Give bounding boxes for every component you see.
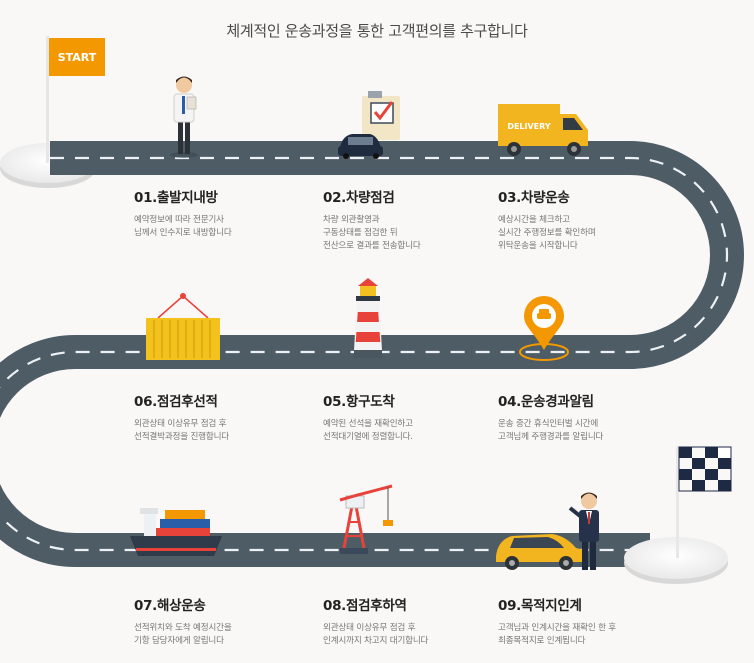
- step-title: 01.출발지내방: [134, 190, 218, 206]
- step-03: 03.차량운송 예상시간을 체크하고 실시간 주행정보를 확인하며 위탁운송을 …: [498, 186, 668, 253]
- step-description: 예약정보에 따라 전문기사 님께서 인수지로 내방합니다: [134, 215, 232, 238]
- step-title: 02.차량점검: [323, 190, 395, 206]
- car-icon: [338, 134, 383, 159]
- port-crane-icon: [339, 484, 393, 554]
- step-08: 08.점검후하역 외관상태 이상유무 점검 후 인계시까지 차고지 대기합니다: [323, 594, 493, 648]
- step-title: 04.운송경과알림: [498, 394, 594, 410]
- checkered-flag-icon: [676, 446, 732, 558]
- driver-figure-icon: [170, 76, 198, 158]
- page-headline: 체계적인 운송과정을 통한 고객편의를 추구합니다: [226, 22, 528, 40]
- container-icon: [146, 293, 220, 360]
- step-05: 05.항구도착 예약된 선석을 재확인하고 선적대기열에 정렬합니다.: [323, 390, 493, 444]
- delivery-truck-icon: DELIVERY: [498, 104, 588, 156]
- svg-text:START: START: [58, 51, 97, 64]
- step-description: 예상시간을 체크하고 실시간 주행정보를 확인하며 위탁운송을 시작합니다: [498, 215, 596, 251]
- step-02: 02.차량점검 차량 외관촬영과 구동상태를 점검한 뒤 전산으로 결과를 전송…: [323, 186, 493, 253]
- step-description: 선적위치와 도착 예정시간을 기항 담당자에게 알립니다: [134, 623, 232, 646]
- step-04: 04.운송경과알림 운송 중간 휴식인터벌 시간에 고객님께 주행경과를 알립니…: [498, 390, 668, 444]
- cargo-ship-icon: [130, 508, 222, 556]
- agent-figure-icon: [568, 492, 599, 570]
- lighthouse-icon: [354, 278, 382, 358]
- location-pin-icon: [519, 296, 569, 361]
- step-description: 외관상태 이상유무 점검 후 인계시까지 차고지 대기합니다: [323, 623, 429, 646]
- svg-text:DELIVERY: DELIVERY: [507, 122, 551, 131]
- step-07: 07.해상운송 선적위치와 도착 예정시간을 기항 담당자에게 알립니다: [134, 594, 304, 648]
- road-lane-markings: [0, 156, 729, 552]
- step-title: 09.목적지인계: [498, 598, 582, 614]
- step-description: 외관상태 이상유무 점검 후 선적결박과정을 진행합니다: [134, 419, 230, 442]
- step-description: 차량 외관촬영과 구동상태를 점검한 뒤 전산으로 결과를 전송합니다: [323, 215, 421, 251]
- step-description: 운송 중간 휴식인터벌 시간에 고객님께 주행경과를 알립니다: [498, 419, 604, 442]
- step-09: 09.목적지인계 고객님과 인계시간을 재확인 한 후 최종목적지로 인계됩니다: [498, 594, 668, 648]
- inspection-clipboard-icon: [362, 91, 400, 140]
- step-description: 예약된 선석을 재확인하고 선적대기열에 정렬합니다.: [323, 419, 413, 442]
- step-title: 05.항구도착: [323, 394, 395, 410]
- step-01: 01.출발지내방 예약정보에 따라 전문기사 님께서 인수지로 내방합니다: [134, 186, 304, 240]
- taxi-car-icon: [496, 534, 584, 570]
- step-title: 07.해상운송: [134, 598, 206, 614]
- start-flag-icon: START: [46, 36, 105, 163]
- step-title: 06.점검후선적: [134, 394, 218, 410]
- step-title: 08.점검후하역: [323, 598, 407, 614]
- step-description: 고객님과 인계시간을 재확인 한 후 최종목적지로 인계됩니다: [498, 623, 617, 646]
- step-06: 06.점검후선적 외관상태 이상유무 점검 후 선적결박과정을 진행합니다: [134, 390, 304, 444]
- step-title: 03.차량운송: [498, 190, 570, 206]
